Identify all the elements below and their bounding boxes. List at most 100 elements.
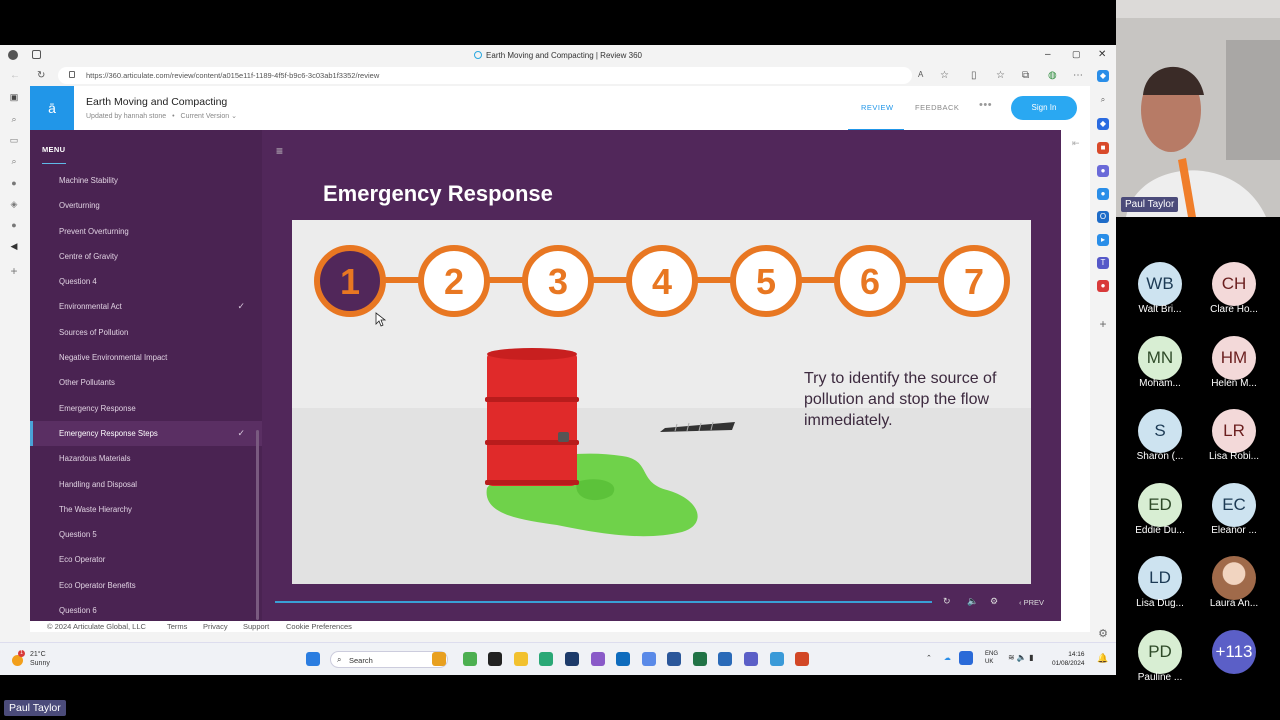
- step-circle-1[interactable]: [314, 245, 386, 317]
- taskbar-clock[interactable]: 14:16 01/08/2024: [1052, 650, 1085, 668]
- wifi-icon[interactable]: ≋ 🔈 ▮: [1008, 653, 1034, 662]
- settings-gear-icon[interactable]: ⚙: [1098, 628, 1108, 640]
- step-circle-3[interactable]: [522, 245, 594, 317]
- widget-icon[interactable]: [432, 652, 446, 666]
- search-icon[interactable]: ⌕: [1100, 95, 1106, 104]
- participant-avatar[interactable]: ED: [1138, 482, 1182, 527]
- weather-sun-icon[interactable]: [12, 655, 23, 666]
- menu-item[interactable]: Machine Stability: [30, 168, 262, 193]
- menu-item[interactable]: Question 5: [30, 522, 262, 547]
- menu-item[interactable]: Question 4: [30, 269, 262, 294]
- participant-avatar[interactable]: S: [1138, 409, 1182, 453]
- step-circle-6[interactable]: [834, 245, 906, 317]
- split-screen-icon[interactable]: ▯: [971, 70, 977, 81]
- sidebar-audio-icon[interactable]: ◀: [10, 241, 18, 251]
- excel-icon[interactable]: [693, 652, 707, 666]
- menu-item[interactable]: Other Pollutants: [30, 370, 262, 395]
- copilot-app-icon[interactable]: [463, 652, 477, 666]
- step-circle-4[interactable]: [626, 245, 698, 317]
- participant-avatar[interactable]: LR: [1212, 409, 1256, 453]
- add-icon[interactable]: +: [1099, 317, 1107, 331]
- sidebar-find-icon[interactable]: ⌕: [11, 156, 17, 166]
- outlook-app-icon[interactable]: [616, 652, 630, 666]
- sync-app-icon[interactable]: [770, 652, 784, 666]
- footer-link-cookie-preferences[interactable]: Cookie Preferences: [286, 622, 352, 631]
- participant-photo-avatar[interactable]: [1212, 556, 1256, 600]
- footer-link-terms[interactable]: Terms: [167, 622, 188, 631]
- menu-item[interactable]: Emergency Response Steps✓: [30, 420, 262, 447]
- file-explorer-icon[interactable]: [514, 652, 528, 666]
- tray-chevron-icon[interactable]: ⌃: [926, 654, 932, 662]
- sharepoint-icon[interactable]: [718, 652, 732, 666]
- menu-item[interactable]: Handling and Disposal: [30, 472, 262, 497]
- profile-icon[interactable]: [8, 50, 18, 60]
- outlook-icon[interactable]: O: [1097, 211, 1109, 223]
- weather-widget[interactable]: 21°C Sunny: [30, 650, 50, 668]
- menu-item[interactable]: Overturning: [30, 193, 262, 218]
- windows-start-icon[interactable]: [306, 652, 320, 666]
- refresh-icon[interactable]: ↻: [37, 70, 46, 81]
- version-selector[interactable]: Current Version: [180, 113, 230, 120]
- menu-item[interactable]: Prevent Overturning: [30, 219, 262, 244]
- participant-avatar[interactable]: +113: [1212, 629, 1256, 674]
- sidebar-search-icon[interactable]: ⌕: [11, 114, 17, 124]
- menu-item[interactable]: Eco Operator Benefits: [30, 573, 262, 598]
- sidebar-print-icon[interactable]: ▭: [9, 135, 19, 145]
- sidebar-chat-icon[interactable]: ●: [11, 220, 17, 230]
- chevron-down-icon[interactable]: ⌄: [231, 113, 238, 120]
- onedrive-icon[interactable]: ☁: [943, 654, 951, 662]
- notification-bell-icon[interactable]: 🔔: [1097, 653, 1109, 663]
- tab-review[interactable]: REVIEW: [861, 103, 894, 112]
- tabs-icon[interactable]: [32, 50, 41, 59]
- favorite-star-icon[interactable]: ☆: [940, 70, 949, 81]
- edge-browser-icon[interactable]: [539, 652, 553, 666]
- toolbox-icon[interactable]: ■: [1097, 142, 1109, 154]
- teams-icon[interactable]: T: [1097, 257, 1109, 269]
- tag-icon[interactable]: ◆: [1097, 118, 1109, 130]
- menu-item[interactable]: Hazardous Materials: [30, 446, 262, 471]
- read-aloud-icon[interactable]: A: [918, 70, 924, 79]
- system-tray[interactable]: ⌃ ☁: [926, 651, 973, 665]
- participant-avatar[interactable]: MN: [1138, 335, 1182, 380]
- language-indicator[interactable]: ENG UK: [985, 650, 998, 666]
- menu-item[interactable]: Centre of Gravity: [30, 244, 262, 269]
- tab-feedback[interactable]: FEEDBACK: [915, 103, 960, 112]
- replay-icon[interactable]: ↻: [943, 596, 951, 606]
- close-icon[interactable]: ✕: [1098, 49, 1107, 60]
- participant-avatar[interactable]: HM: [1212, 335, 1256, 380]
- games-icon[interactable]: ●: [1097, 280, 1109, 292]
- participant-avatar[interactable]: WB: [1138, 262, 1182, 306]
- collapse-sidebar-icon[interactable]: ⇤: [1072, 138, 1080, 148]
- favorites-icon[interactable]: ☆: [996, 70, 1005, 81]
- back-icon[interactable]: ←: [10, 70, 20, 81]
- sidebar-lock-icon[interactable]: ◈: [10, 199, 18, 209]
- menu-item[interactable]: Eco Operator: [30, 547, 262, 572]
- maximize-icon[interactable]: ▢: [1072, 49, 1081, 59]
- step-circle-2[interactable]: [418, 245, 490, 317]
- sign-in-button[interactable]: Sign In: [1011, 96, 1077, 120]
- menu-item[interactable]: Emergency Response: [30, 396, 262, 421]
- menu-item[interactable]: The Waste Hierarchy: [30, 497, 262, 522]
- powerpoint-icon[interactable]: [795, 652, 809, 666]
- collections-icon[interactable]: ⧉: [1022, 70, 1030, 81]
- teams-app-icon[interactable]: [744, 652, 758, 666]
- menu-item[interactable]: Negative Environmental Impact: [30, 345, 262, 370]
- hamburger-menu-icon[interactable]: ≡: [276, 144, 284, 158]
- menu-item[interactable]: Sources of Pollution: [30, 320, 262, 345]
- word-icon[interactable]: [667, 652, 681, 666]
- step-circle-7[interactable]: [938, 245, 1010, 317]
- participant-avatar[interactable]: CH: [1212, 262, 1256, 306]
- seek-bar[interactable]: [275, 601, 932, 603]
- edge-icon[interactable]: ●: [1097, 188, 1109, 200]
- participant-avatar[interactable]: PD: [1138, 629, 1182, 674]
- sidebar-circle-icon[interactable]: ●: [11, 178, 17, 188]
- snipping-tool-icon[interactable]: [591, 652, 605, 666]
- copilot-icon[interactable]: ◆: [1097, 70, 1109, 82]
- prev-button[interactable]: ‹ PREV: [1019, 598, 1044, 607]
- participant-avatar[interactable]: EC: [1212, 482, 1256, 527]
- footer-link-support[interactable]: Support: [243, 622, 270, 631]
- task-view-icon[interactable]: [488, 652, 502, 666]
- dell-app-icon[interactable]: [565, 652, 579, 666]
- footer-link-privacy[interactable]: Privacy: [203, 622, 228, 631]
- extension-icon[interactable]: ◍: [1048, 70, 1057, 81]
